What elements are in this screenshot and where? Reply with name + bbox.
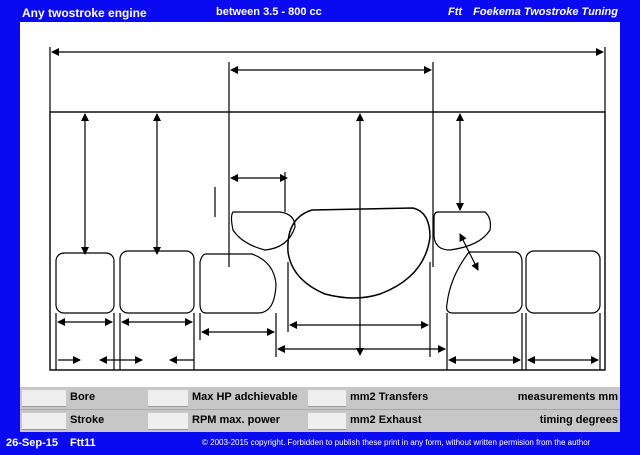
stroke-label: Stroke	[70, 414, 105, 426]
parameter-panel: Bore Max HP adchievable mm2 Transfers me…	[20, 387, 620, 432]
brand-name: Foekema Twostroke Tuning	[473, 6, 618, 18]
rpm-value-field[interactable]	[148, 413, 188, 430]
brand-label: Ftt Foekema Twostroke Tuning	[448, 6, 618, 18]
bore-value-field[interactable]	[22, 390, 66, 407]
footer-date: 26-Sep-15	[6, 437, 58, 449]
units-note: measurements mm	[517, 391, 618, 403]
engine-range-label: between 3.5 - 800 cc	[216, 6, 322, 18]
max-hp-value-field[interactable]	[148, 390, 188, 407]
parameter-row-1: Bore Max HP adchievable mm2 Transfers me…	[20, 387, 620, 410]
transfers-value-field[interactable]	[308, 390, 346, 407]
port-map-svg	[49, 47, 606, 371]
footer: 26-Sep-15 Ftt11 © 2003-2015 copyright. F…	[0, 432, 640, 455]
rpm-label: RPM max. power	[192, 414, 281, 426]
transfer-port-right	[525, 250, 601, 314]
transfer-port-left-outer	[55, 252, 115, 314]
port-map-drawing	[20, 22, 620, 387]
footer-copyright: © 2003-2015 copyright. Forbidden to publ…	[202, 438, 591, 447]
boost-port-right	[446, 251, 523, 314]
boost-port-left	[199, 253, 277, 314]
exhaust-value-field[interactable]	[308, 413, 346, 430]
aux-port-right	[433, 211, 492, 251]
parameter-row-2: Stroke RPM max. power mm2 Exhaust timing…	[20, 410, 620, 432]
cylinder-outline	[49, 111, 606, 371]
exhaust-label: mm2 Exhaust	[350, 414, 422, 426]
aux-port-left	[230, 211, 296, 251]
timing-note: timing degrees	[539, 414, 618, 426]
max-hp-label: Max HP adchievable	[192, 391, 298, 403]
stroke-value-field[interactable]	[22, 413, 66, 430]
transfers-label: mm2 Transfers	[350, 391, 429, 403]
footer-code: Ftt11	[70, 437, 96, 449]
exhaust-port	[287, 207, 431, 299]
transfer-port-left-inner	[119, 250, 195, 314]
bore-label: Bore	[70, 391, 96, 403]
angle-dimension	[459, 233, 479, 271]
brand-logo: Ftt	[448, 6, 463, 18]
drawing-title: Any twostroke engine	[22, 6, 147, 20]
